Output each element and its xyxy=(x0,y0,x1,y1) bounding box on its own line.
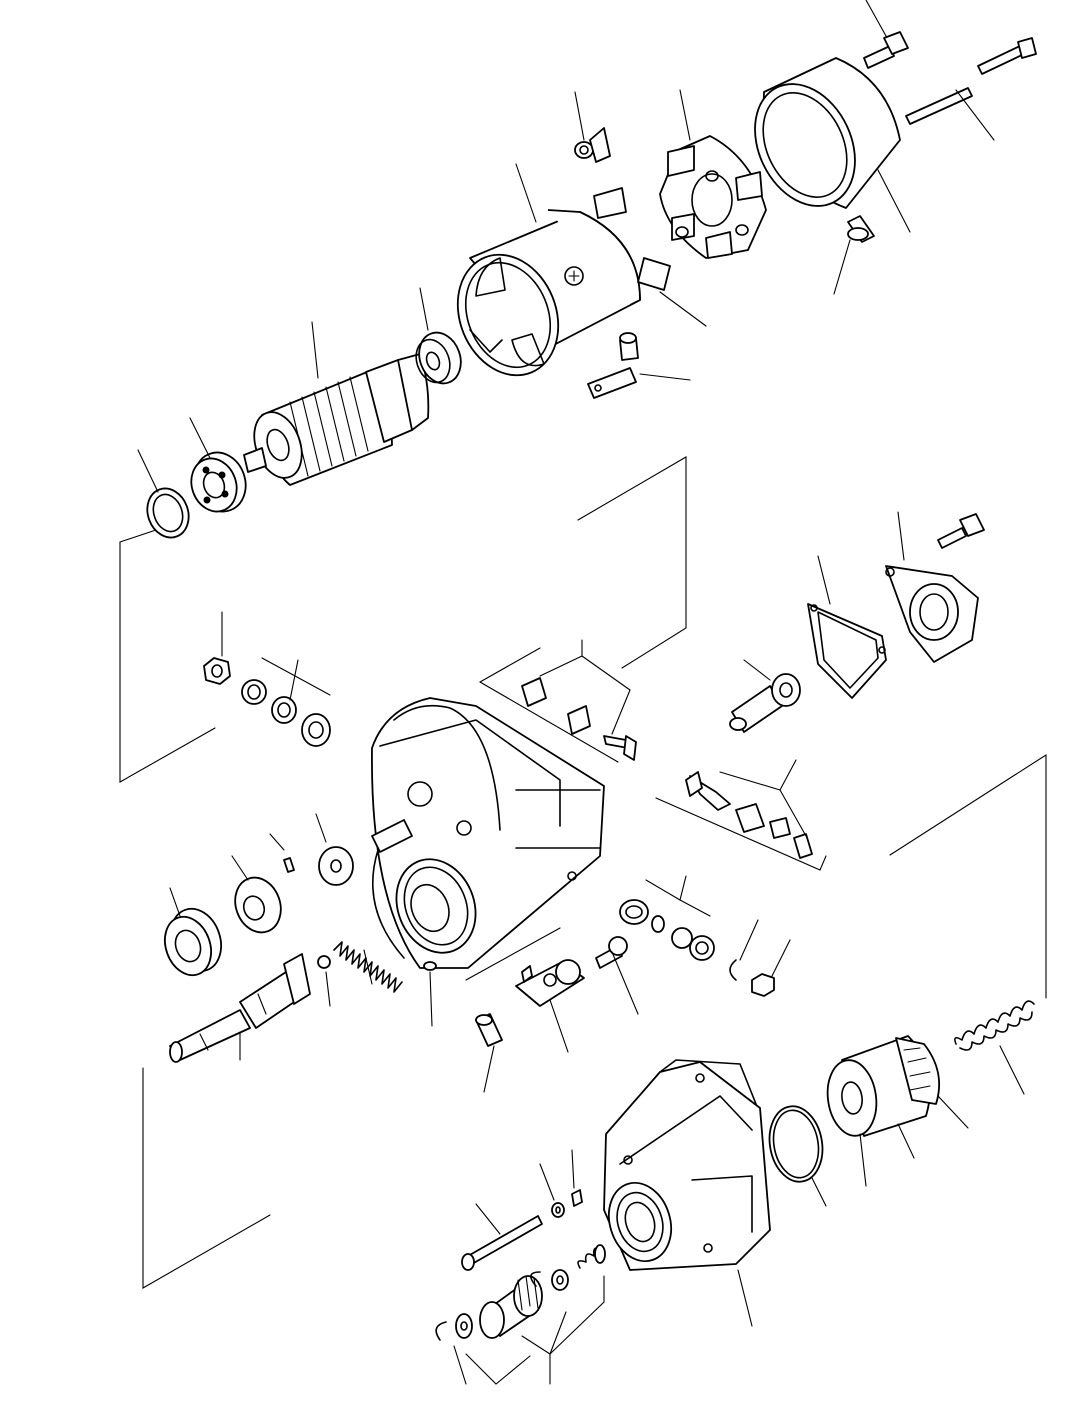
terminal-insulator xyxy=(834,216,874,294)
drive-housing xyxy=(372,698,604,1026)
brush-spring xyxy=(575,92,610,162)
drive-pinion-assembly xyxy=(480,1276,542,1338)
long-through-bolt xyxy=(462,1204,542,1270)
compression-spring xyxy=(955,1001,1034,1094)
return-spring xyxy=(334,942,402,992)
seal-ring xyxy=(138,450,195,543)
snap-ring xyxy=(730,920,758,980)
contact-bolt-set xyxy=(686,760,812,858)
gasket xyxy=(808,556,886,698)
lower-spring xyxy=(578,1245,605,1268)
armature xyxy=(244,322,428,485)
through-bolt xyxy=(906,38,1036,140)
front-bracket xyxy=(599,1060,770,1326)
o-ring xyxy=(764,1102,828,1206)
bracket-pin xyxy=(572,1150,582,1206)
pinion-shaft xyxy=(170,954,310,1062)
rear-end-cover xyxy=(736,58,910,232)
cover-screw xyxy=(864,0,908,68)
switch-cover xyxy=(886,512,978,662)
lower-washers xyxy=(456,1270,568,1338)
brush-holder xyxy=(660,90,766,258)
terminal-block xyxy=(516,960,584,1052)
steel-ball xyxy=(318,956,330,1006)
terminal-lead xyxy=(588,333,690,398)
lower-group-leaders xyxy=(454,1276,604,1384)
nut xyxy=(204,612,230,684)
contact-plate-set-left xyxy=(522,640,636,760)
group-boundary-lines xyxy=(120,457,1046,1288)
mounting-screw xyxy=(596,937,638,1014)
bearing-small xyxy=(410,288,467,389)
overrunning-clutch xyxy=(823,1036,968,1186)
seal-washers xyxy=(620,876,714,960)
yoke-field-frame xyxy=(440,164,706,390)
ball-bearing xyxy=(184,418,254,519)
insulator-sleeve xyxy=(476,1014,502,1092)
bracket-washer xyxy=(540,1164,564,1217)
hex-nut xyxy=(752,940,790,996)
pin xyxy=(270,834,294,872)
pinion-stopper xyxy=(228,856,288,939)
bushing-set xyxy=(242,658,330,746)
snap-ring-lower xyxy=(436,1272,540,1340)
washer xyxy=(316,814,353,885)
cover-screw-small xyxy=(938,514,984,548)
plunger xyxy=(730,660,800,732)
pinion-gear xyxy=(157,888,229,982)
